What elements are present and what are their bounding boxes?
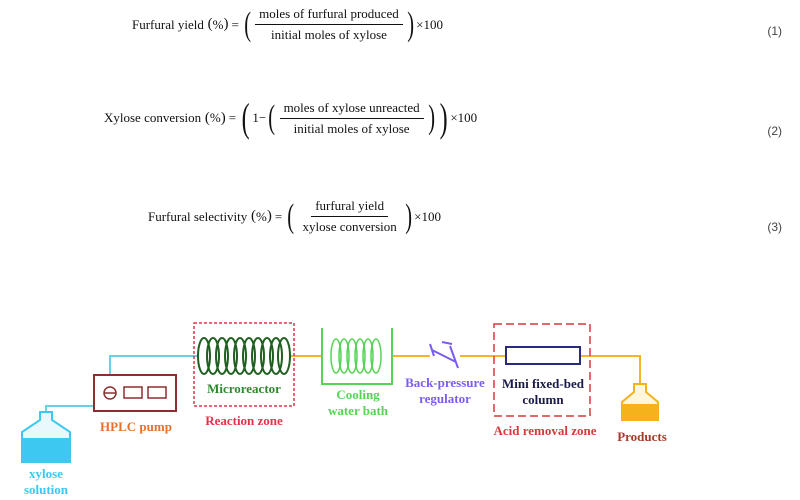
xylose-solution-label-line2: solution xyxy=(24,482,69,497)
equation-1: Furfural yield (%) = ( moles of furfural… xyxy=(132,5,443,43)
equation-2-one-minus: 1− xyxy=(252,110,267,125)
xylose-solution-bottle-icon xyxy=(21,411,71,463)
equation-2-unit: % xyxy=(209,110,221,125)
equation-1-multiplier: ×100 xyxy=(416,16,443,32)
microreactor-label: Microreactor xyxy=(207,381,281,396)
reaction-zone-box xyxy=(193,322,295,407)
equation-3-unit: % xyxy=(256,208,267,224)
equation-1-unit: % xyxy=(212,16,224,32)
equation-3-denominator: xylose conversion xyxy=(302,219,397,234)
hplc-pump-label: HPLC pump xyxy=(100,419,172,434)
equation-1-number: (1) xyxy=(767,24,782,38)
equation-1-fraction: moles of furfural produced initial moles… xyxy=(255,6,403,43)
equation-2-lhs: Xylose conversion xyxy=(104,110,202,125)
equation-1-lhs: Furfural yield xyxy=(132,16,204,32)
mini-fixed-bed-column-icon xyxy=(505,346,581,365)
equation-3-lhs: Furfural selectivity xyxy=(148,208,248,224)
cooling-water-bath-icon xyxy=(321,328,393,385)
equation-3-numerator: furfural yield xyxy=(311,198,389,217)
equation-1-denominator: initial moles of xylose xyxy=(271,27,387,42)
reaction-zone-label: Reaction zone xyxy=(205,413,283,428)
acid-removal-zone-box xyxy=(493,323,591,417)
products-flask-icon xyxy=(621,383,659,421)
equation-3-number: (3) xyxy=(767,220,782,234)
equation-2-denominator: initial moles of xylose xyxy=(293,120,410,136)
equation-1-numerator: moles of furfural produced xyxy=(255,6,403,25)
equation-3: Furfural selectivity (%) = ( furfural yi… xyxy=(148,197,441,235)
back-pressure-regulator-icon xyxy=(429,341,459,369)
mini-fixed-bed-column-label-line1: Mini fixed-bed xyxy=(502,376,585,391)
cooling-water-bath-label-line2: water bath xyxy=(328,403,389,418)
acid-removal-zone-label: Acid removal zone xyxy=(493,423,596,438)
hplc-pump-icon xyxy=(93,374,177,412)
equation-2: Xylose conversion (%) = ( 1− ( moles of … xyxy=(104,95,478,140)
cooling-water-bath-label-line1: Cooling xyxy=(336,387,380,402)
products-label: Products xyxy=(617,429,667,444)
equation-3-multiplier: ×100 xyxy=(414,208,441,224)
mini-fixed-bed-column-label-line2: column xyxy=(522,392,564,407)
equation-3-fraction: furfural yield xylose conversion xyxy=(299,198,401,235)
back-pressure-regulator-label-line2: regulator xyxy=(419,391,471,406)
back-pressure-regulator-label-line1: Back-pressure xyxy=(405,375,485,390)
equation-2-multiplier: ×100 xyxy=(450,110,478,125)
tubing-pump-to-reactor xyxy=(109,355,198,375)
tubing-feed-line xyxy=(45,405,95,420)
microreactor-coil-icon xyxy=(197,337,291,375)
xylose-solution-label-line1: xylose xyxy=(29,466,63,481)
equation-2-fraction: moles of xylose unreacted initial moles … xyxy=(279,100,424,137)
equation-2-numerator: moles of xylose unreacted xyxy=(279,100,424,119)
equation-2-number: (2) xyxy=(767,124,782,138)
tubing-column-to-products xyxy=(580,355,641,384)
